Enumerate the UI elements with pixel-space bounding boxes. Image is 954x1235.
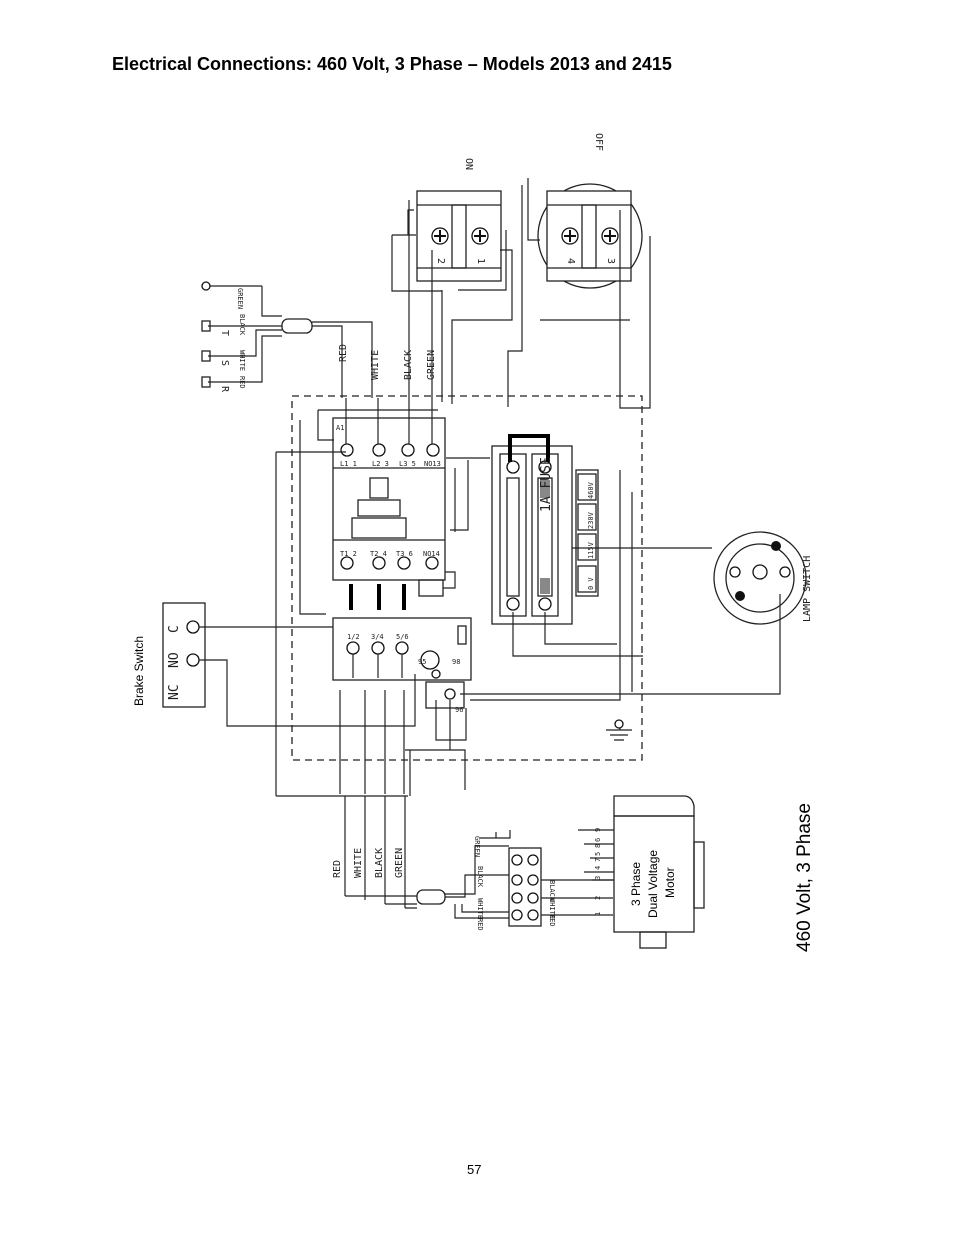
wiring	[199, 178, 781, 908]
contactor-t3: T3 6	[396, 550, 413, 558]
motor-label-2: Dual Voltage	[646, 850, 660, 918]
cable-white-label: WHITE	[370, 350, 381, 380]
mb-red-label: RED	[476, 918, 484, 931]
contactor-l2: L2 3	[372, 460, 389, 468]
ol-aux-95: 95	[418, 658, 426, 666]
power-cord: GREEN BLACK WHITE RED R S T	[201, 281, 373, 398]
lead-white-label: WHITE	[238, 350, 246, 371]
mm-red-label: RED	[548, 914, 556, 927]
contactor: L1 1 L2 3 L3 5 NO13 T1 2 T2 4 T3 6 NO14 …	[332, 417, 446, 610]
motor: 9 6 8 5 7 4 3 2 1 3 Phase Dual Voltage M…	[578, 795, 705, 949]
bottom-green-label: GREEN	[394, 848, 405, 878]
brake-no: NO	[167, 652, 182, 668]
cable-red-label: RED	[338, 344, 349, 362]
motor-label-3: Motor	[663, 867, 677, 898]
brake-c: C	[167, 625, 182, 633]
motor-t6: 6	[594, 838, 602, 842]
page-title: Electrical Connections: 460 Volt, 3 Phas…	[112, 54, 672, 74]
motor-t7: 7	[594, 858, 602, 862]
lead-black-label: BLACK	[238, 314, 246, 336]
mb-black-label: BLACK	[476, 866, 484, 888]
bottom-white-label: WHITE	[353, 848, 364, 878]
ol-3-4: 3/4	[371, 633, 384, 641]
mm-white-label: WHITE	[548, 898, 556, 919]
motor-t9: 9	[594, 828, 602, 832]
ol-aux-98: 98	[452, 658, 460, 666]
tap-115v: 115V	[587, 541, 595, 559]
brake-switch-title: Brake Switch	[132, 636, 146, 706]
phase-r: R	[219, 386, 230, 393]
off-label: OFF	[593, 133, 604, 151]
off-terminal-4: 4	[565, 258, 576, 264]
page-number: 57	[467, 1162, 482, 1177]
brake-switch: Brake Switch NC NO C	[132, 602, 206, 708]
overload-relay: 1/2 3/4 5/6 95 96 98	[332, 617, 472, 714]
contactor-l3: L3 5	[399, 460, 416, 468]
motor-t3: 3	[594, 876, 602, 880]
contactor-t2: T2 4	[370, 550, 387, 558]
lamp-switch-label: LAMP SWITCH	[802, 556, 813, 622]
tap-460v: 460V	[587, 481, 595, 499]
bottom-red-label: RED	[332, 860, 343, 878]
tap-0v: 0 V	[587, 577, 595, 590]
ol-1-2: 1/2	[347, 633, 360, 641]
lamp-switch: LAMP SWITCH	[713, 531, 813, 625]
on-label: ON	[463, 158, 474, 170]
bottom-black-label: BLACK	[374, 848, 385, 878]
on-terminal-2: 2	[435, 258, 446, 264]
diagram-caption: 460 Volt, 3 Phase	[794, 803, 815, 952]
lead-red-label: RED	[238, 376, 246, 389]
motor-t8: 8	[594, 844, 602, 848]
motor-t5: 5	[594, 852, 602, 856]
contactor-a1: A1	[336, 424, 344, 432]
ol-5-6: 5/6	[396, 633, 409, 641]
motor-t1: 1	[594, 912, 602, 916]
mm-black-label: BLACK	[548, 880, 556, 902]
mb-green-label: GREEN	[473, 836, 481, 857]
fuse-label: 1A FUSE	[539, 457, 554, 512]
on-terminal-1: 1	[475, 258, 486, 264]
motor-t4: 4	[594, 866, 602, 870]
ol-aux-96: 96	[455, 706, 463, 714]
phase-t: T	[219, 330, 230, 336]
fuse-and-transformer: 1A FUSE 460V 230V 115V 0 V	[491, 434, 599, 625]
contactor-no13: NO13	[424, 460, 441, 468]
motor-junction-block: GREEN BLACK WHITE RED BLACK WHITE RED	[345, 830, 613, 931]
contactor-l1: L1 1	[340, 460, 357, 468]
phase-s: S	[219, 360, 230, 366]
control-box-outline	[291, 395, 643, 761]
contactor-no14: NO14	[423, 550, 440, 558]
off-switch: OFF 4 3	[537, 133, 643, 289]
mb-white-label: WHITE	[476, 898, 484, 919]
lead-green-label: GREEN	[236, 288, 244, 309]
off-terminal-3: 3	[605, 258, 616, 264]
brake-nc: NC	[167, 684, 182, 700]
contactor-t1: T1 2	[340, 550, 357, 558]
on-switch: ON 2 1	[416, 158, 502, 282]
motor-t2: 2	[594, 896, 602, 900]
motor-label-1: 3 Phase	[629, 862, 643, 906]
tap-230v: 230V	[587, 511, 595, 529]
